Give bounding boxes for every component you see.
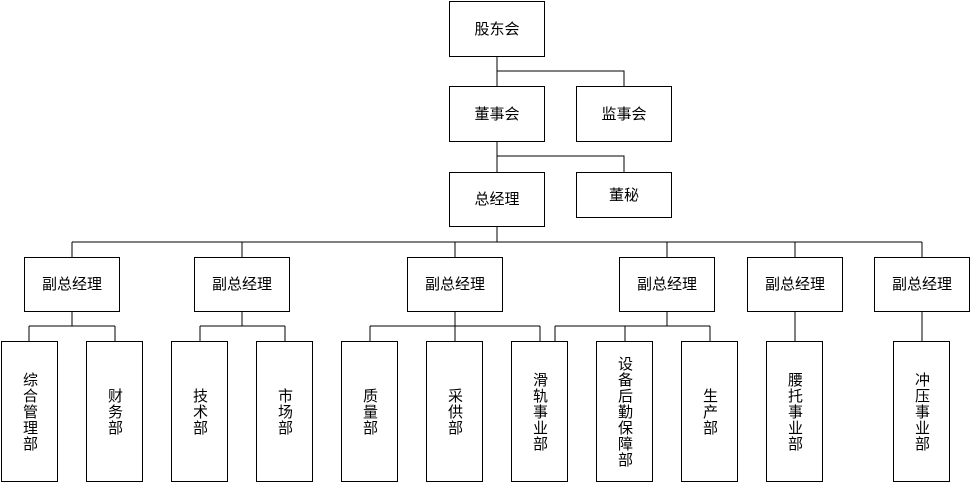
vice-gm-box: 副总经理 — [194, 257, 290, 312]
dept-box-marketing: 市场部 — [256, 341, 313, 482]
vice-gm-box: 副总经理 — [407, 257, 503, 312]
vice-gm-box: 副总经理 — [24, 257, 120, 312]
dept-box-lumbar-support: 腰托事业部 — [766, 341, 823, 482]
vice-gm-box: 副总经理 — [619, 257, 715, 312]
general-manager-box: 总经理 — [449, 172, 545, 227]
vice-gm-box: 副总经理 — [874, 257, 970, 312]
dept-box-procurement: 采供部 — [426, 341, 483, 482]
secretary-box: 董秘 — [576, 172, 672, 218]
shareholders-box: 股东会 — [449, 1, 545, 57]
connector — [497, 155, 625, 172]
vice-gm-box: 副总经理 — [747, 257, 843, 312]
dept-box-stamping: 冲压事业部 — [893, 341, 950, 482]
dept-box-technology: 技术部 — [171, 341, 228, 482]
dept-box-general-admin: 综合管理部 — [1, 341, 58, 482]
connector — [497, 70, 625, 86]
dept-box-finance: 财务部 — [86, 341, 143, 482]
dept-box-slide-rail: 滑轨事业部 — [511, 341, 568, 482]
supervisors-box: 监事会 — [576, 86, 672, 142]
dept-box-equipment-logistics: 设备后勤保障部 — [596, 341, 653, 482]
dept-box-quality: 质量部 — [341, 341, 398, 482]
dept-box-production: 生产部 — [681, 341, 738, 482]
board-box: 董事会 — [449, 86, 545, 142]
